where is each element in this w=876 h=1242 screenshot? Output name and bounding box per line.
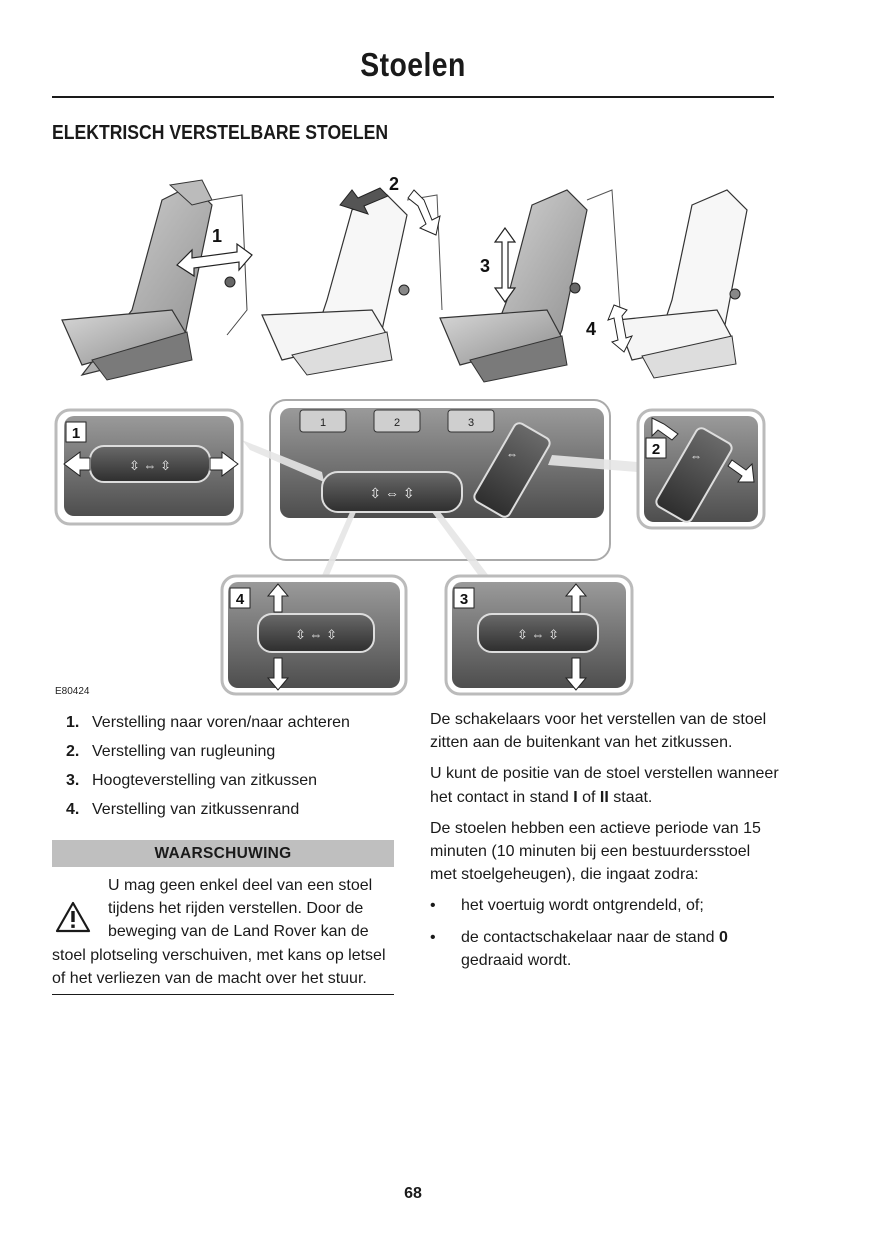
condition-list: • het voertuig wordt ontgrendeld, of; • de…: [430, 894, 780, 972]
p2-bold-ii: II: [599, 788, 609, 806]
legend-num: 1.: [66, 714, 80, 731]
warning-body: U mag geen enkel deel van een stoel tijd…: [52, 867, 394, 996]
svg-text:⇳ ⇔ ⇳: ⇳ ⇔ ⇳: [295, 627, 337, 642]
warning-tail: stoel plotseling verschuiven, met kans o…: [52, 946, 386, 987]
seat-adjustment-illustration: 1 2 3 4 1 2: [54, 174, 766, 696]
seat-drawing-1: [61, 179, 248, 381]
svg-text:⇔: ⇔: [690, 449, 702, 463]
inset-3-label: 3: [460, 591, 468, 608]
paragraph-ignition: U kunt de positie van de stoel verstelle…: [430, 762, 780, 808]
bullet-text: het voertuig wordt ontgrendeld, of;: [461, 897, 704, 915]
paragraph-active-period: De stoelen hebben een actieve periode va…: [430, 819, 761, 884]
svg-text:⇳ ⇔ ⇳: ⇳ ⇔ ⇳: [517, 627, 559, 642]
bullet-dot: •: [430, 897, 436, 915]
bullet-bold: 0: [718, 928, 728, 946]
memory-button-2-label: 2: [394, 417, 400, 429]
legend-item: 2. Verstelling van rugleuning: [66, 737, 396, 766]
figure-id: E80424: [55, 686, 90, 697]
inset-panel-3: ⇳ ⇔ ⇳: [444, 574, 634, 696]
inset-2-label: 2: [652, 441, 660, 458]
seat-drawing-3: [439, 189, 621, 383]
seat-drawing-4: [616, 189, 748, 379]
bullet-dot: •: [430, 928, 436, 946]
title-rule: [52, 96, 774, 98]
legend-num: 3.: [66, 772, 80, 789]
legend-item: 3. Hoogteverstelling van zitkussen: [66, 766, 396, 795]
svg-text:⇳ ⇔ ⇳: ⇳ ⇔ ⇳: [129, 458, 171, 473]
p2-text: U kunt de positie van de stoel verstelle…: [430, 765, 779, 806]
section-heading: ELEKTRISCH VERSTELBARE STOELEN: [52, 122, 389, 144]
warning-header: WAARSCHUWING: [52, 840, 394, 867]
arrow-height: [493, 226, 517, 304]
p2-text: of: [577, 788, 600, 806]
arrow-fore-aft: [176, 242, 253, 278]
warning-box: WAARSCHUWING U mag geen enkel deel van e…: [52, 840, 394, 996]
page-number: 68: [404, 1185, 422, 1202]
seat-drawing-2: [261, 194, 443, 376]
connector-beams: [242, 440, 637, 580]
inset-4-label: 4: [236, 591, 245, 608]
svg-text:⇳ ⇔ ⇳: ⇳ ⇔ ⇳: [369, 485, 414, 501]
warning-line: tijdens het rijden verstellen. Door de: [108, 900, 364, 918]
svg-text:⇔: ⇔: [506, 447, 518, 461]
legend-text: Verstelling van rugleuning: [92, 743, 276, 760]
callout-seat-3: 3: [480, 256, 490, 276]
legend-text: Hoogteverstelling van zitkussen: [92, 772, 318, 789]
bullet-text: gedraaid wordt.: [461, 951, 572, 969]
warning-triangle-icon: [55, 901, 91, 933]
body-text: De schakelaars voor het verstellen van d…: [430, 708, 780, 980]
inset-panel-1: ⇳ ⇔ ⇳: [54, 408, 244, 526]
bullet-text: de contactschakelaar naar de stand: [461, 928, 719, 946]
inset-1-label: 1: [72, 425, 80, 442]
callout-seat-4: 4: [586, 319, 596, 339]
memory-button-1-label: 1: [320, 417, 326, 429]
p2-text: staat.: [608, 788, 653, 806]
warning-line: beweging van de Land Rover kan de: [108, 923, 369, 941]
inset-panel-4: ⇳ ⇔ ⇳: [220, 574, 408, 696]
memory-button-3-label: 3: [468, 417, 474, 429]
arrow-cushion-tilt: [607, 304, 633, 353]
warning-line: U mag geen enkel deel van een stoel: [108, 877, 373, 894]
legend-list: 1. Verstelling naar voren/naar achteren 2…: [66, 708, 396, 824]
legend-num: 2.: [66, 743, 80, 760]
legend-text: Verstelling van zitkussenrand: [92, 801, 300, 818]
legend-item: 4. Verstelling van zitkussenrand: [66, 795, 396, 824]
legend-num: 4.: [66, 801, 80, 818]
inset-panel-2: ⇔: [636, 408, 766, 530]
callout-seat-2: 2: [389, 174, 399, 194]
list-item: • het voertuig wordt ontgrendeld, of;: [430, 894, 780, 917]
arrow-recline: [339, 187, 441, 236]
paragraph-switch-location: De schakelaars voor het verstellen van d…: [430, 711, 767, 752]
list-item: • de contactschakelaar naar de stand 0 ge…: [430, 926, 780, 972]
callout-seat-1: 1: [212, 226, 222, 246]
p2-bold-i: I: [573, 788, 578, 806]
legend-text: Verstelling naar voren/naar achteren: [92, 714, 350, 731]
page-title: Stoelen: [360, 46, 466, 83]
legend-item: 1. Verstelling naar voren/naar achteren: [66, 708, 396, 737]
main-switch-panel: 1 2 3 ⇳ ⇔ ⇳ ⇔: [269, 399, 611, 561]
